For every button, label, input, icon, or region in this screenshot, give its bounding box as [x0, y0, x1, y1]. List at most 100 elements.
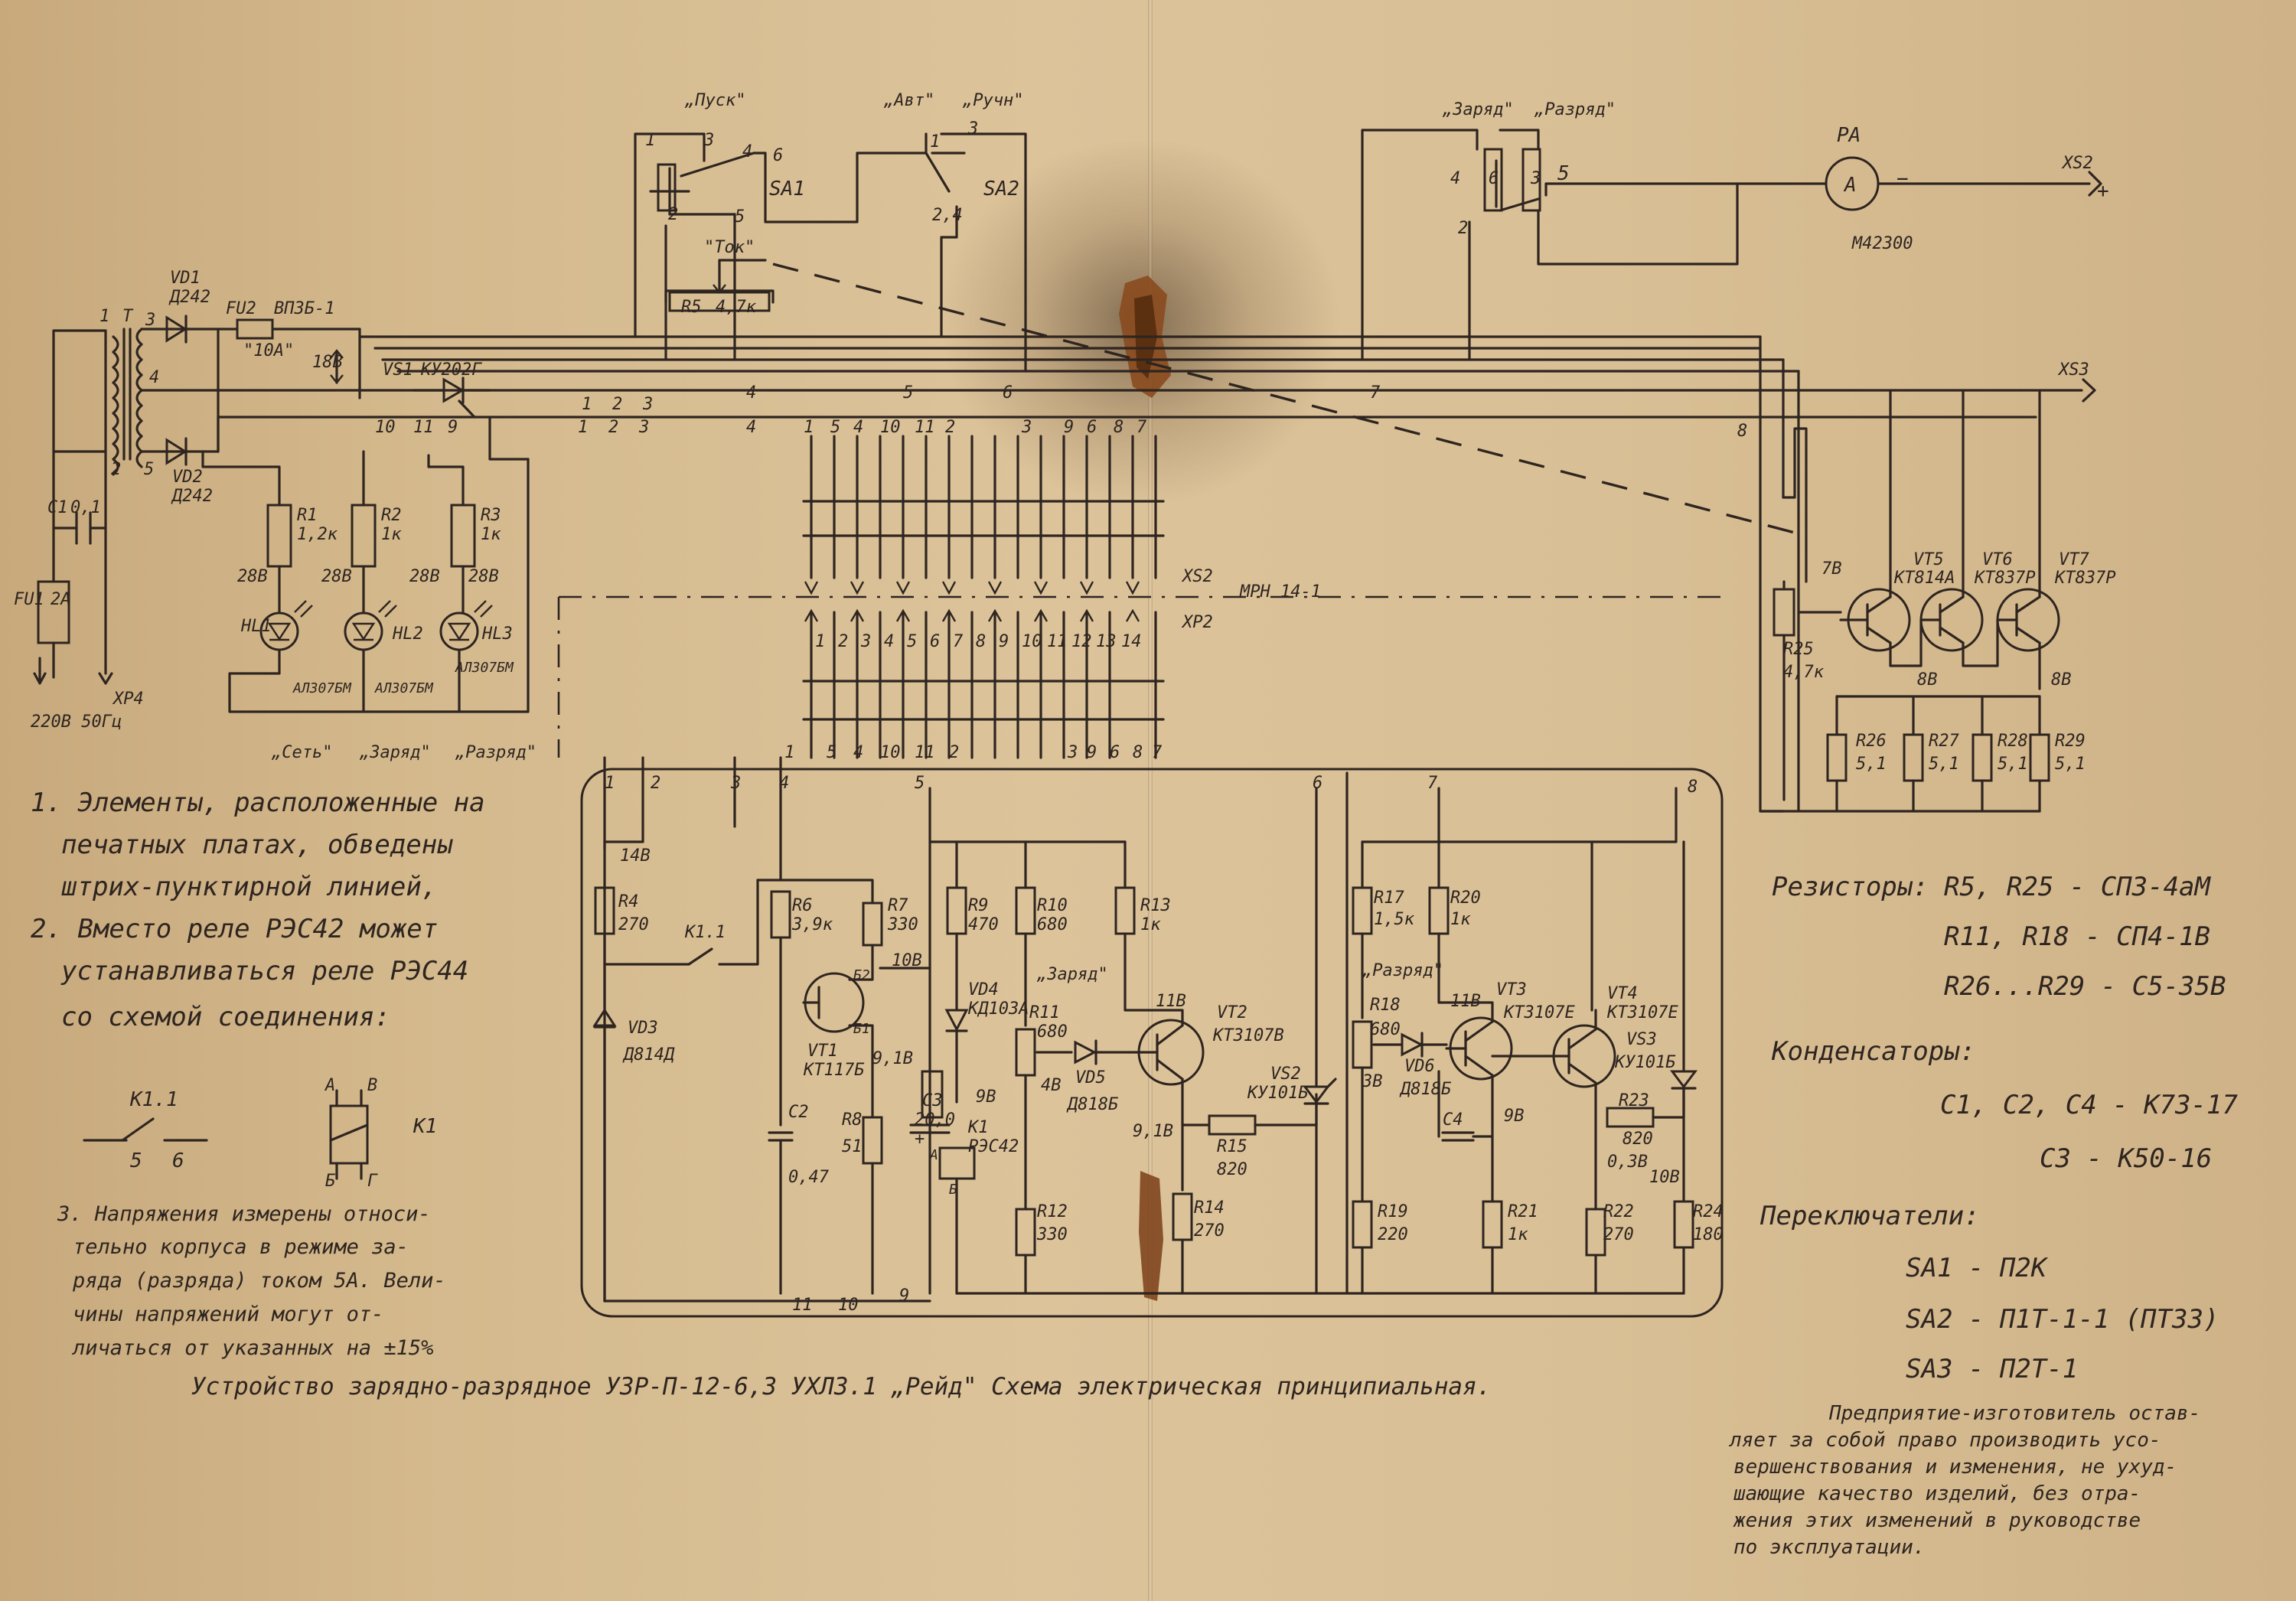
xp2-pin: 1: [815, 632, 825, 651]
r4-ref: R4: [618, 892, 639, 911]
vs1-ref: VS1: [383, 360, 413, 380]
fu1-ref: FU1: [14, 590, 44, 609]
vt3-ref: VT3: [1496, 980, 1527, 999]
xp2-pin: 8: [976, 632, 986, 651]
pa-part: М42300: [1851, 234, 1913, 253]
vt7-part: КТ837Р: [2054, 569, 2115, 588]
switch-pin: 6: [1003, 383, 1013, 403]
r4-value: 270: [618, 915, 649, 934]
vs2-part: КУ101Б: [1247, 1084, 1309, 1103]
xp2-pin: 4: [884, 632, 894, 651]
burn-hole-bottom: [1139, 1171, 1163, 1301]
resistors-line: R11, R18 - СП4-1В: [1944, 921, 2210, 952]
r5-ref: R5: [681, 298, 702, 317]
mechanical-link-dashed: [772, 262, 1807, 537]
switch-pin: 1: [582, 395, 592, 414]
r14-ref: R14: [1194, 1198, 1225, 1218]
xp2-pin: 7: [953, 632, 964, 651]
r25-ref: R25: [1783, 640, 1814, 659]
xp2-pin: 10: [1022, 632, 1042, 651]
label-avt: „Авт": [883, 91, 934, 110]
board-pin: 7: [1152, 743, 1163, 762]
pa-glyph: А: [1843, 174, 1857, 197]
r13-ref: R13: [1140, 896, 1171, 915]
r14-value: 270: [1194, 1221, 1225, 1241]
k1-pin-b: Б: [949, 1182, 957, 1198]
label-28v-d: 28В: [468, 567, 499, 586]
board-internal-pins: 1 2 3 4 5 6 7 8: [605, 774, 1698, 797]
bus-pin: 3: [638, 418, 649, 437]
pa-minus: −: [1896, 168, 1909, 191]
disclaimer-line: ляет за собой право производить усо-: [1729, 1429, 2161, 1452]
xp2-pin: 6: [930, 632, 940, 651]
label-9-1v-b: 9,1В: [1133, 1122, 1173, 1141]
fu2-ref: FU2: [226, 299, 256, 318]
diode-vd1-symbol: [165, 315, 220, 344]
disclaimer-line: жения этих изменений в руководстве: [1733, 1509, 2141, 1532]
xs2-ref: XS2: [1181, 567, 1213, 586]
vt7-ref: VT7: [2059, 550, 2089, 569]
switch-pin: 4: [746, 383, 756, 403]
board-pin: 11: [915, 743, 935, 762]
relay-alt-pin-5: 5: [130, 1149, 142, 1172]
main-buses: [217, 328, 2068, 453]
switch-sa2-symbol: [925, 132, 1027, 373]
board-top-pins: 1 5 4 10 11 2 3 9 6 8 7: [784, 743, 1163, 762]
note3-block: 3. Напряжения измерены относи- тельно ко…: [57, 1202, 446, 1360]
label-4v: 4В: [1041, 1076, 1062, 1095]
vd4-ref: VD4: [968, 980, 999, 999]
vd2-part: Д242: [171, 487, 213, 506]
internal-pin: 1: [605, 774, 615, 793]
relay-alt-pin-g: Г: [367, 1172, 378, 1191]
board-pin: 10: [880, 743, 901, 762]
relay-alt-coil-ref: K1: [413, 1115, 437, 1138]
hl2-ref: HL2: [392, 624, 423, 644]
switch-pin: 2: [612, 395, 622, 414]
internal-pin: 8: [1688, 778, 1698, 797]
k11-ref: K1.1: [684, 923, 726, 942]
t-pin-5: 5: [144, 460, 154, 479]
note-line: устанавливаться реле РЭС44: [60, 956, 468, 986]
vt6-part: КТ837Р: [1974, 569, 2035, 588]
disclaimer-line: Предприятие-изготовитель остав-: [1828, 1402, 2200, 1425]
relay-alt-pin-b: Б: [325, 1172, 336, 1191]
r2-ref: R2: [381, 506, 402, 525]
switch-pin: 8: [1737, 422, 1747, 441]
r24-value: 180: [1693, 1225, 1724, 1244]
sa1-pin-1: 1: [645, 131, 655, 150]
vt5-part: КТ814А: [1893, 569, 1955, 588]
notes-block: 1. Элементы, расположенные на печатных п…: [31, 787, 485, 1032]
label-10v-b: 10В: [1649, 1168, 1680, 1187]
hl2-part: АЛ307БМ: [374, 680, 434, 696]
r13-value: 1к: [1140, 915, 1161, 934]
internal-pin: 7: [1427, 774, 1438, 793]
switch-pin: 7: [1370, 383, 1381, 403]
r18-value: 680: [1370, 1020, 1401, 1039]
vs3-part: КУ101Б: [1614, 1053, 1676, 1072]
note-line: штрих-пунктирной линией,: [61, 872, 437, 902]
fu1-rating: 2A: [51, 590, 71, 609]
bottom-pin: 9: [899, 1286, 909, 1306]
bottom-pin: 11: [792, 1296, 813, 1315]
label-pusk: „Пуск": [684, 91, 745, 110]
note3-line: чины напряжений могут от-: [73, 1303, 383, 1326]
r19-ref: R19: [1378, 1202, 1408, 1221]
r11-value: 680: [1037, 1022, 1068, 1042]
xp2-pins: 1 2 3 4 5 6 7 8 9 10 11 12 13 14: [815, 632, 1142, 651]
xs2-plus: +: [2097, 180, 2109, 203]
sa3-pin-3: 3: [1530, 169, 1541, 188]
vd3-part: Д814Д: [622, 1045, 675, 1065]
sa2-ref: SA2: [983, 178, 1019, 201]
label-3v: 3В: [1362, 1072, 1383, 1091]
r6-value: 3,9к: [791, 915, 833, 934]
bus-pin: 1: [804, 418, 814, 437]
control-board-outline: [580, 768, 1724, 1318]
internal-pin: 2: [651, 774, 660, 793]
r27-ref: R27: [1929, 732, 1959, 751]
bus-pin: 10: [880, 418, 901, 437]
r6-ref: R6: [792, 896, 813, 915]
xp2-pin: 14: [1121, 632, 1142, 651]
relay-alt-contact-ref: K1.1: [129, 1088, 178, 1111]
vt2-part: КТ3107В: [1212, 1026, 1284, 1045]
vt1-b2: Б2: [853, 967, 870, 983]
